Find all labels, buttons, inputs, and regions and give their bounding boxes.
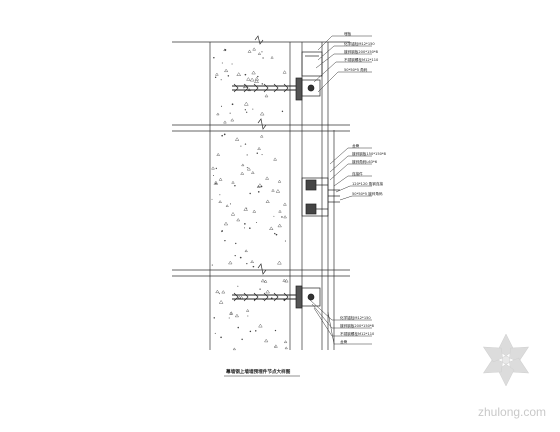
label-bot-2: 不锈钢螺栓M12*110 <box>340 331 375 336</box>
label-top-0: 埋板 <box>344 31 352 36</box>
label-top-4: 50*50*5 角码 <box>344 67 368 72</box>
middle-connection-node <box>301 177 340 217</box>
labels-middle: 龙骨 镀锌钢板150*150*8 镀锌角码L63*6 连接件 120*120 角… <box>352 143 387 196</box>
label-bot-3: 龙骨 <box>340 339 348 344</box>
concrete-hatch <box>211 47 289 351</box>
top-anchor-node <box>232 51 323 101</box>
watermark-text: zhulong.com <box>478 405 546 419</box>
label-top-3: 不锈钢螺栓M12*110 <box>344 57 379 62</box>
bottom-anchor-node <box>232 285 321 309</box>
label-mid-1: 镀锌钢板150*150*8 <box>352 151 387 156</box>
label-top-2: 镀锌钢板200*150*8 <box>344 49 379 54</box>
leader-lines <box>309 35 372 345</box>
label-mid-0: 龙骨 <box>352 143 360 148</box>
label-mid-3: 连接件 <box>352 171 363 176</box>
drawing-title: 幕墙钢上墙墙预埋件节点大样图 <box>225 368 291 375</box>
watermark-logo <box>482 333 530 387</box>
label-mid-4: 120*120 角钢连接 <box>352 181 383 186</box>
label-mid-5: 50*50*5 镀锌角码 <box>352 191 383 196</box>
concrete-wall <box>172 35 350 350</box>
label-bot-1: 镀锌钢板200*150*8 <box>340 323 375 328</box>
label-top-1: 化学锚栓M12*150 <box>344 41 375 46</box>
label-mid-2: 镀锌角码L63*6 <box>352 159 378 164</box>
labels-bottom: 化学锚栓M12*150 镀锌钢板200*150*8 不锈钢螺栓M12*110 龙… <box>340 315 375 344</box>
label-bot-0: 化学锚栓M12*150 <box>340 315 371 320</box>
labels-top: 埋板 化学锚栓M12*150 镀锌钢板200*150*8 不锈钢螺栓M12*11… <box>344 31 379 72</box>
